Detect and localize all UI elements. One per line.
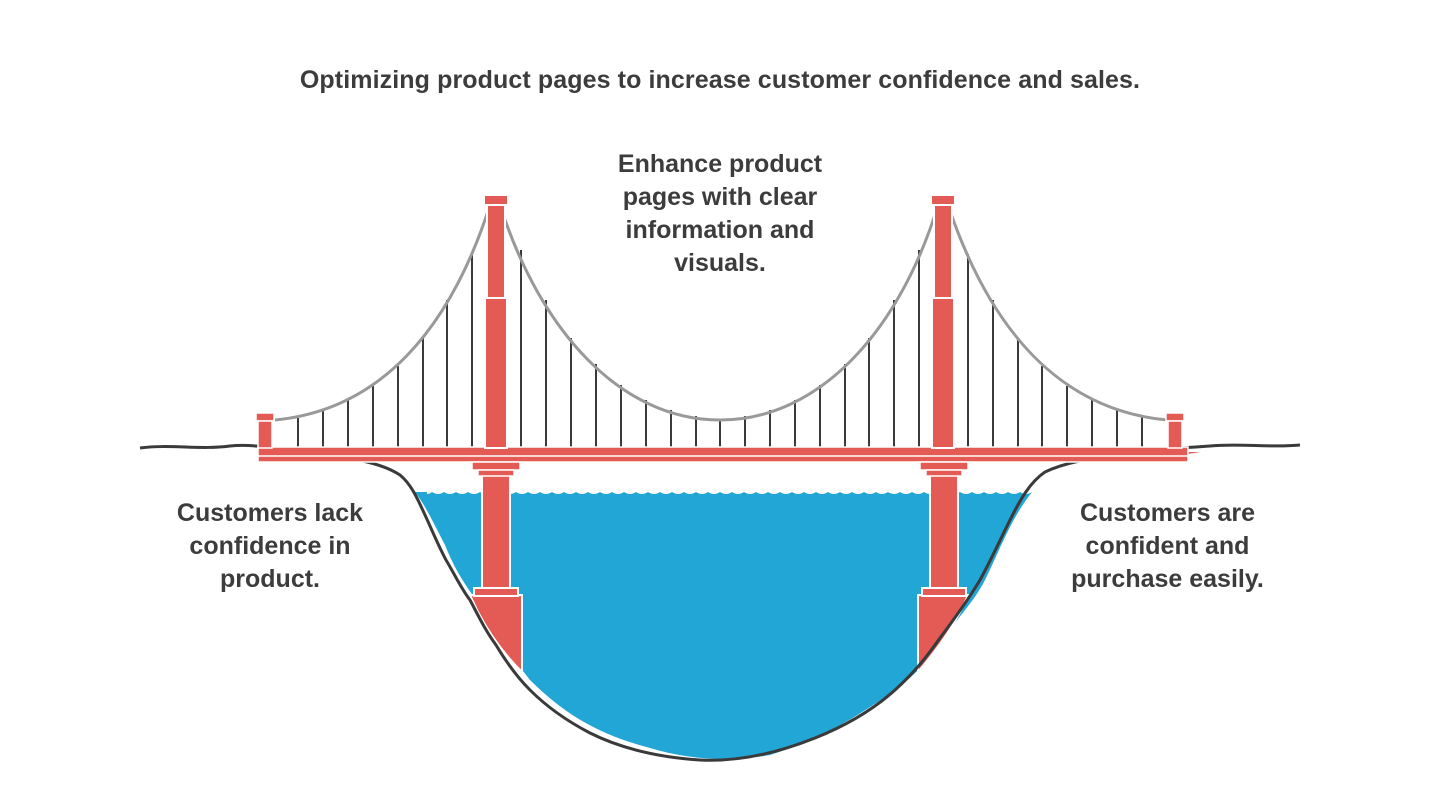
suspender-cables — [297, 250, 1143, 447]
solution-label: Enhance product pages with clear informa… — [617, 150, 823, 277]
current-state-label: Customers lack confidence in product. — [176, 499, 364, 593]
right-anchor-post — [1165, 412, 1185, 449]
water-body — [415, 492, 1032, 760]
left-tower-lower — [481, 466, 511, 596]
ground-outline — [139, 443, 1301, 762]
left-pier-base — [468, 594, 523, 675]
right-tower-lower — [929, 466, 959, 596]
desired-state-label: Customers are confident and purchase eas… — [1071, 499, 1264, 593]
left-tower — [483, 194, 509, 449]
right-tower — [930, 194, 956, 449]
left-anchor-post — [255, 412, 275, 449]
main-cables — [274, 204, 1168, 422]
water-waves — [415, 485, 1032, 494]
diagram-title: Optimizing product pages to increase cus… — [299, 66, 1141, 94]
